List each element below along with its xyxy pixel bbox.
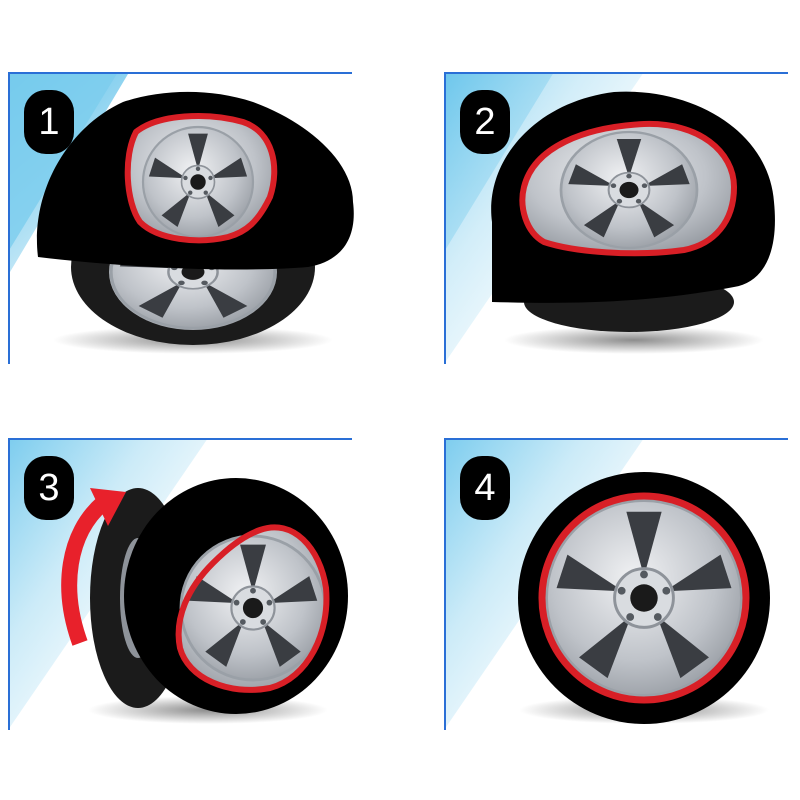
elastic-band xyxy=(175,524,330,693)
elastic-band xyxy=(519,120,738,257)
rim-through-opening xyxy=(175,524,330,693)
step-3-illustration xyxy=(8,438,352,730)
step-number-badge: 2 xyxy=(460,90,510,154)
step-2-panel: 2 xyxy=(444,72,788,364)
step-number-badge: 4 xyxy=(460,456,510,520)
elastic-band xyxy=(124,113,278,244)
elastic-band xyxy=(538,492,750,704)
rotate-arrow-icon xyxy=(61,488,126,646)
step-3-panel: 3 xyxy=(8,438,352,730)
step-number-badge: 3 xyxy=(24,456,74,520)
step-number-badge: 1 xyxy=(24,90,74,154)
rim-through-opening xyxy=(519,120,738,257)
step-1-panel: 1 xyxy=(8,72,354,364)
rim-through-opening xyxy=(538,492,750,704)
rim-through-opening xyxy=(124,113,278,244)
step-1-illustration xyxy=(8,72,354,364)
ground-shadow xyxy=(504,326,764,354)
step-4-illustration xyxy=(444,438,788,730)
step-4-panel: 4 xyxy=(444,438,788,730)
